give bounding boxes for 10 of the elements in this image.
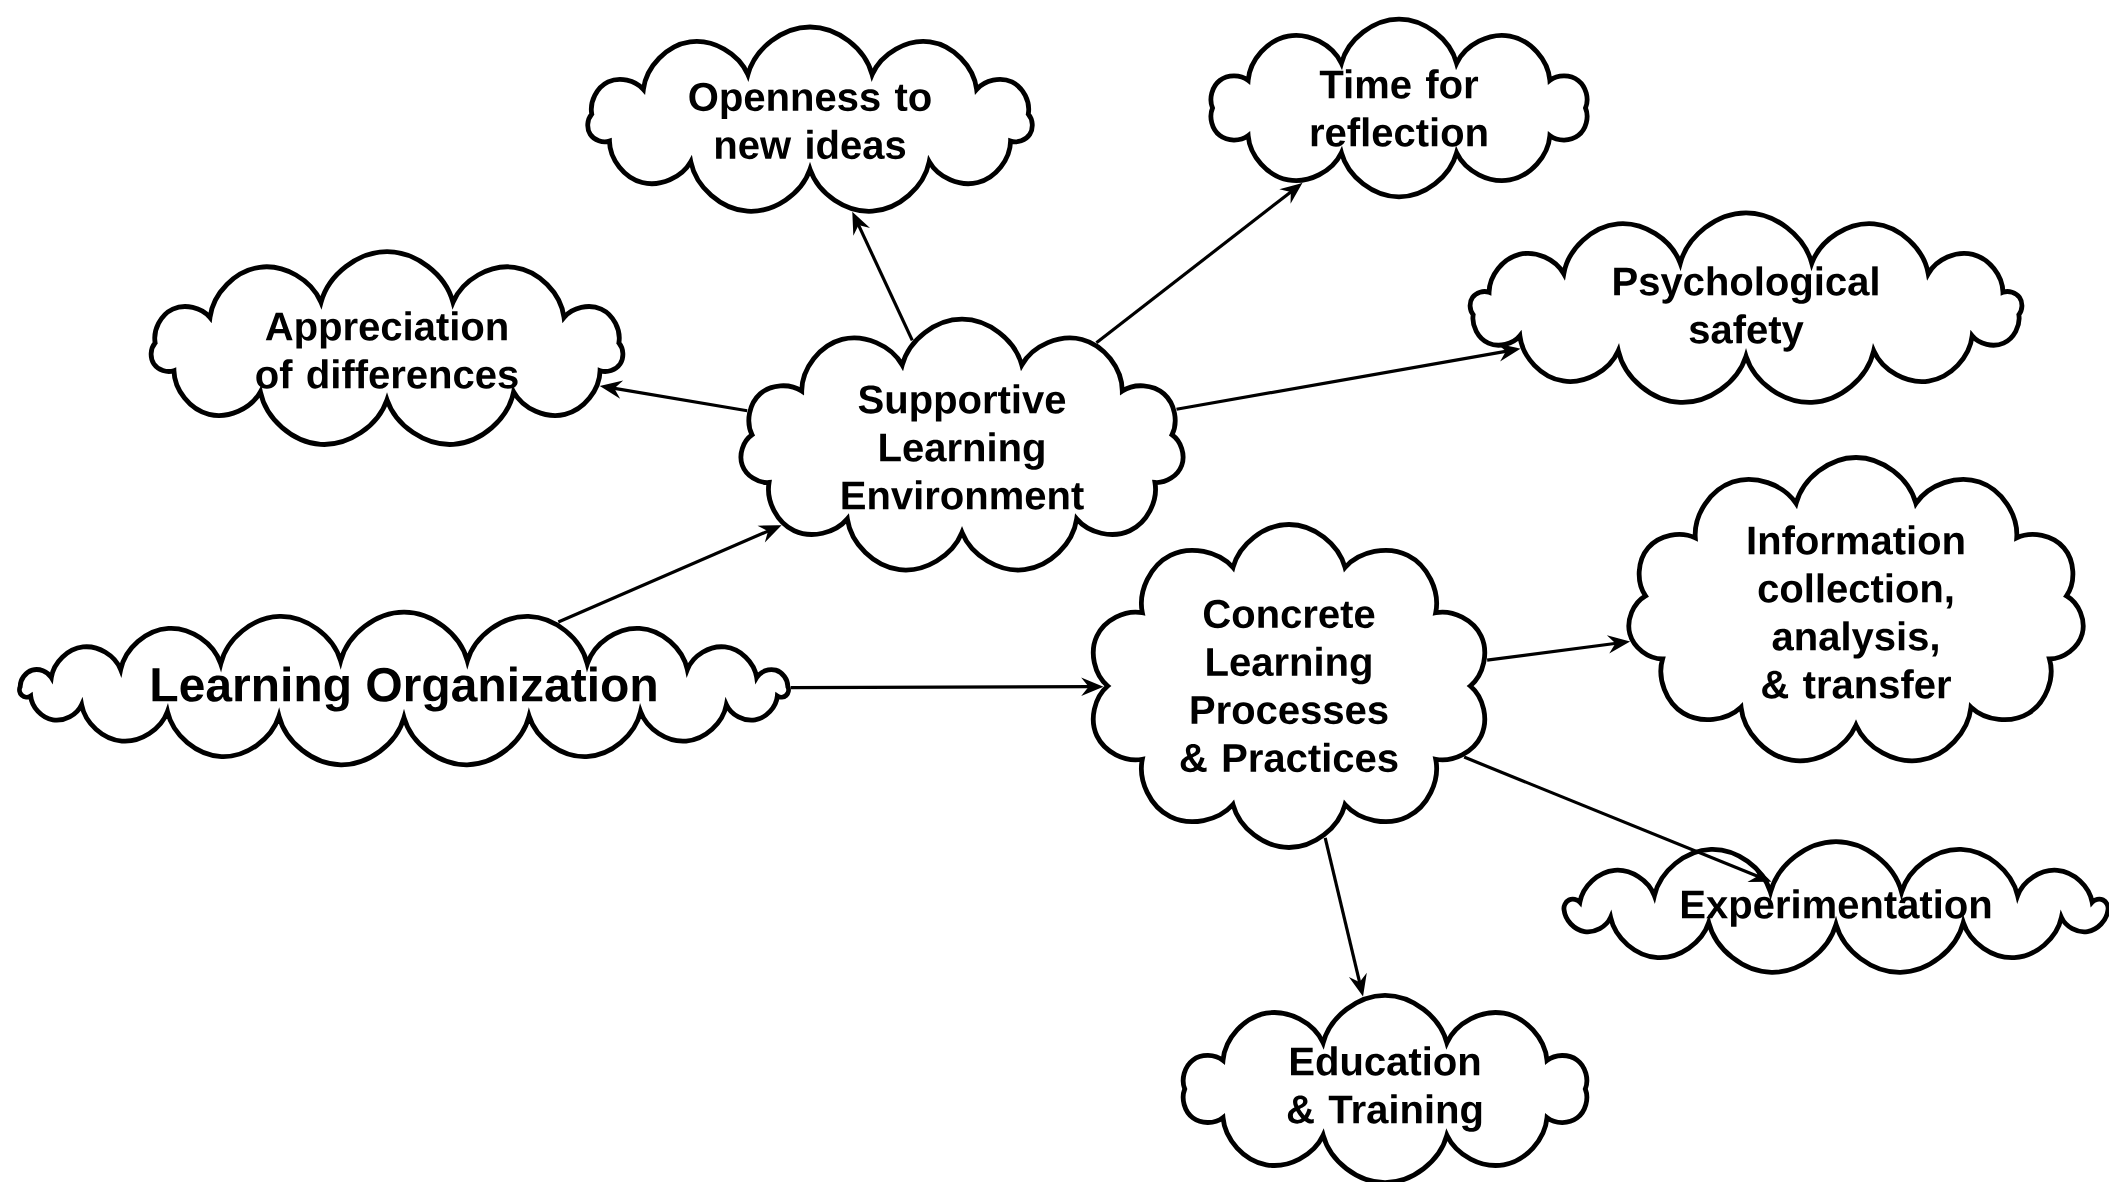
cloud-node: Appreciation of differences [148,249,626,447]
cloud-node: Information collection, analysis, & transfer [1626,455,2086,764]
cloud-node: Supportive Learning Environment [738,316,1186,573]
cloud-node: Psychological safety [1467,210,2025,405]
cloud-node: Experimentation [1561,839,2109,975]
cloud-node: Education & Training [1180,992,1590,1182]
cloud-node: Concrete Learning Processes & Practices [1090,522,1488,850]
cloud-node: Learning Organization [17,609,791,768]
cloud-node: Openness to new ideas [585,24,1035,214]
cloud-node: Time for reflection [1208,16,1590,200]
